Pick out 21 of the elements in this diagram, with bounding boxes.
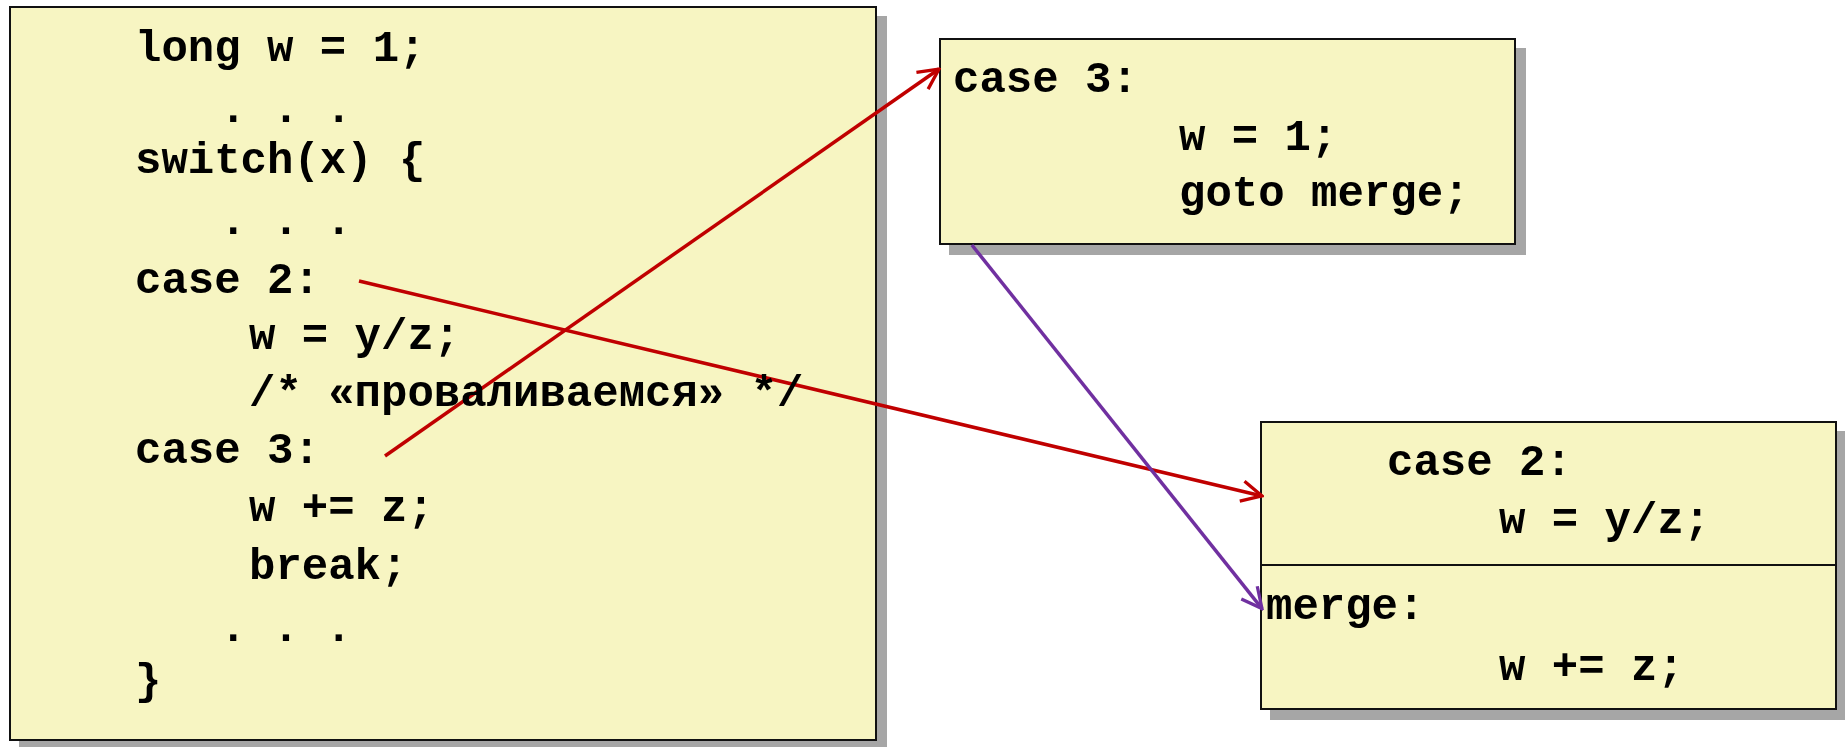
code-text: w = y/z; — [1499, 496, 1711, 546]
code-text: w = 1; — [1179, 113, 1338, 163]
code-text: case 2: — [1387, 438, 1572, 488]
code-text: } — [135, 657, 162, 707]
arrow — [970, 243, 1264, 611]
code-text: . . . — [220, 604, 353, 654]
code-text: switch(x) { — [135, 136, 426, 186]
code-text: merge: — [1266, 582, 1425, 632]
code-text: break; — [249, 542, 408, 592]
code-text: long w = 1; — [135, 24, 426, 74]
code-text: case 2: — [135, 256, 320, 306]
code-text: w += z; — [1499, 643, 1684, 693]
code-text: . . . — [220, 85, 353, 135]
code-text: w = y/z; — [249, 312, 461, 362]
arrow — [358, 279, 1264, 503]
code-text: case 3: — [135, 426, 320, 476]
code-text: . . . — [220, 197, 353, 247]
code-text: case 3: — [953, 55, 1138, 105]
code-text: w += z; — [249, 484, 434, 534]
arrow — [384, 67, 941, 458]
code-text: goto merge; — [1179, 169, 1470, 219]
